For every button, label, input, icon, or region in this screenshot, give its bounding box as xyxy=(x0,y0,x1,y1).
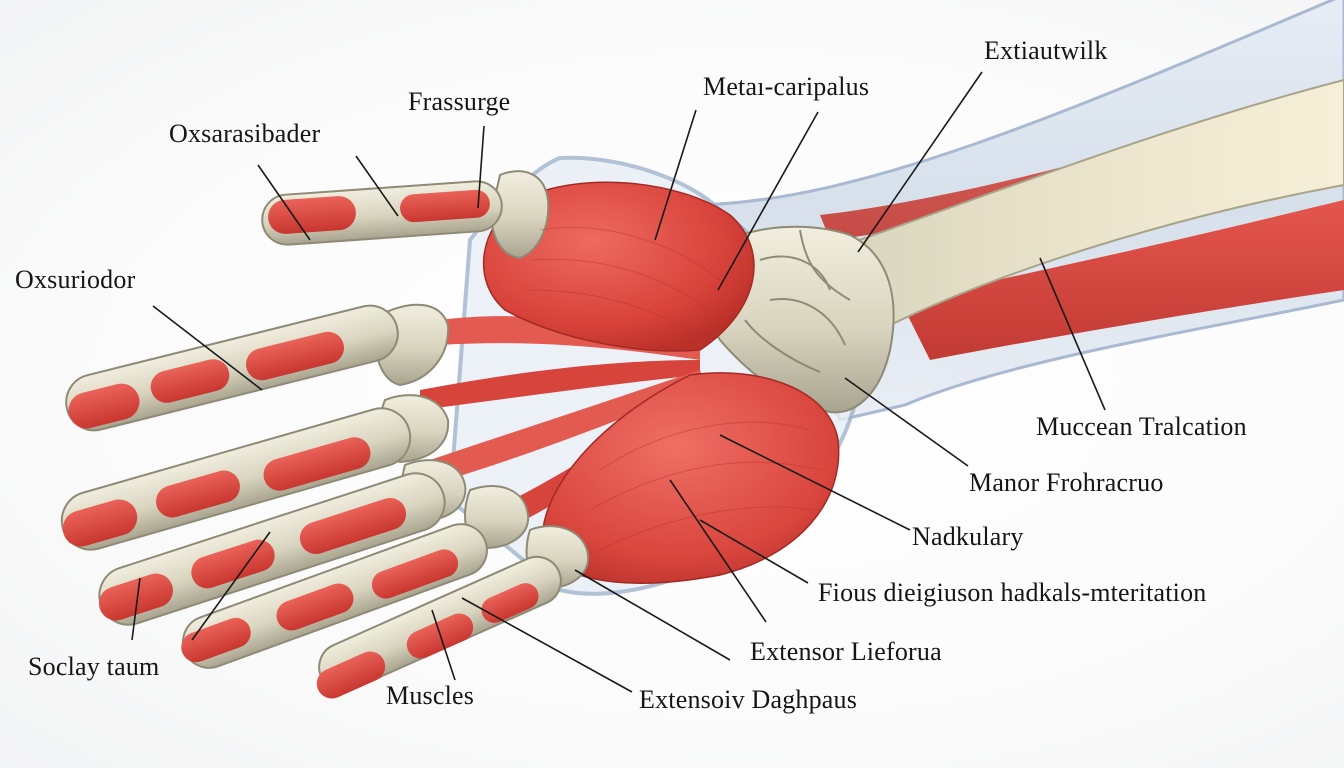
middle-finger xyxy=(60,407,412,551)
forearm-muscle-lower xyxy=(900,200,1344,360)
radius-bone xyxy=(828,78,1344,332)
label-nadkulary: Nadkulary xyxy=(912,522,1024,551)
label-fious-dieigiuson: Fious dieigiuson hadkals-mteritation xyxy=(818,578,1207,607)
label-extensor-lieforua: Extensor Lieforua xyxy=(750,637,942,666)
thenar-muscle xyxy=(482,181,755,352)
leader-lines xyxy=(131,71,1106,693)
hypothenar-muscle xyxy=(541,372,840,584)
label-soclay-taum: Soclay taum xyxy=(28,652,160,681)
label-muccean-tralcation: Muccean Tralcation xyxy=(1036,412,1247,441)
label-muscles: Muscles xyxy=(386,681,475,710)
label-oxsarasibader: Oxsarasibader xyxy=(169,119,321,148)
little-finger-upper xyxy=(181,523,488,669)
ring-finger xyxy=(98,472,446,626)
thumb xyxy=(261,180,503,246)
label-oxsuriodor: Oxsuriodor xyxy=(15,265,136,294)
index-finger xyxy=(65,304,399,432)
label-metai-caripalus: Metaı-caripalus xyxy=(703,72,870,101)
label-extensoiv-daghpaus: Extensoiv Daghpaus xyxy=(639,685,858,714)
label-manor-frohracruo: Manor Frohracruo xyxy=(969,468,1164,497)
label-extiautwilk: Extiautwilk xyxy=(984,36,1108,65)
forearm-muscle-upper xyxy=(820,80,1344,240)
muscle-fibers xyxy=(529,227,821,551)
label-frassurge: Frassurge xyxy=(408,87,511,116)
